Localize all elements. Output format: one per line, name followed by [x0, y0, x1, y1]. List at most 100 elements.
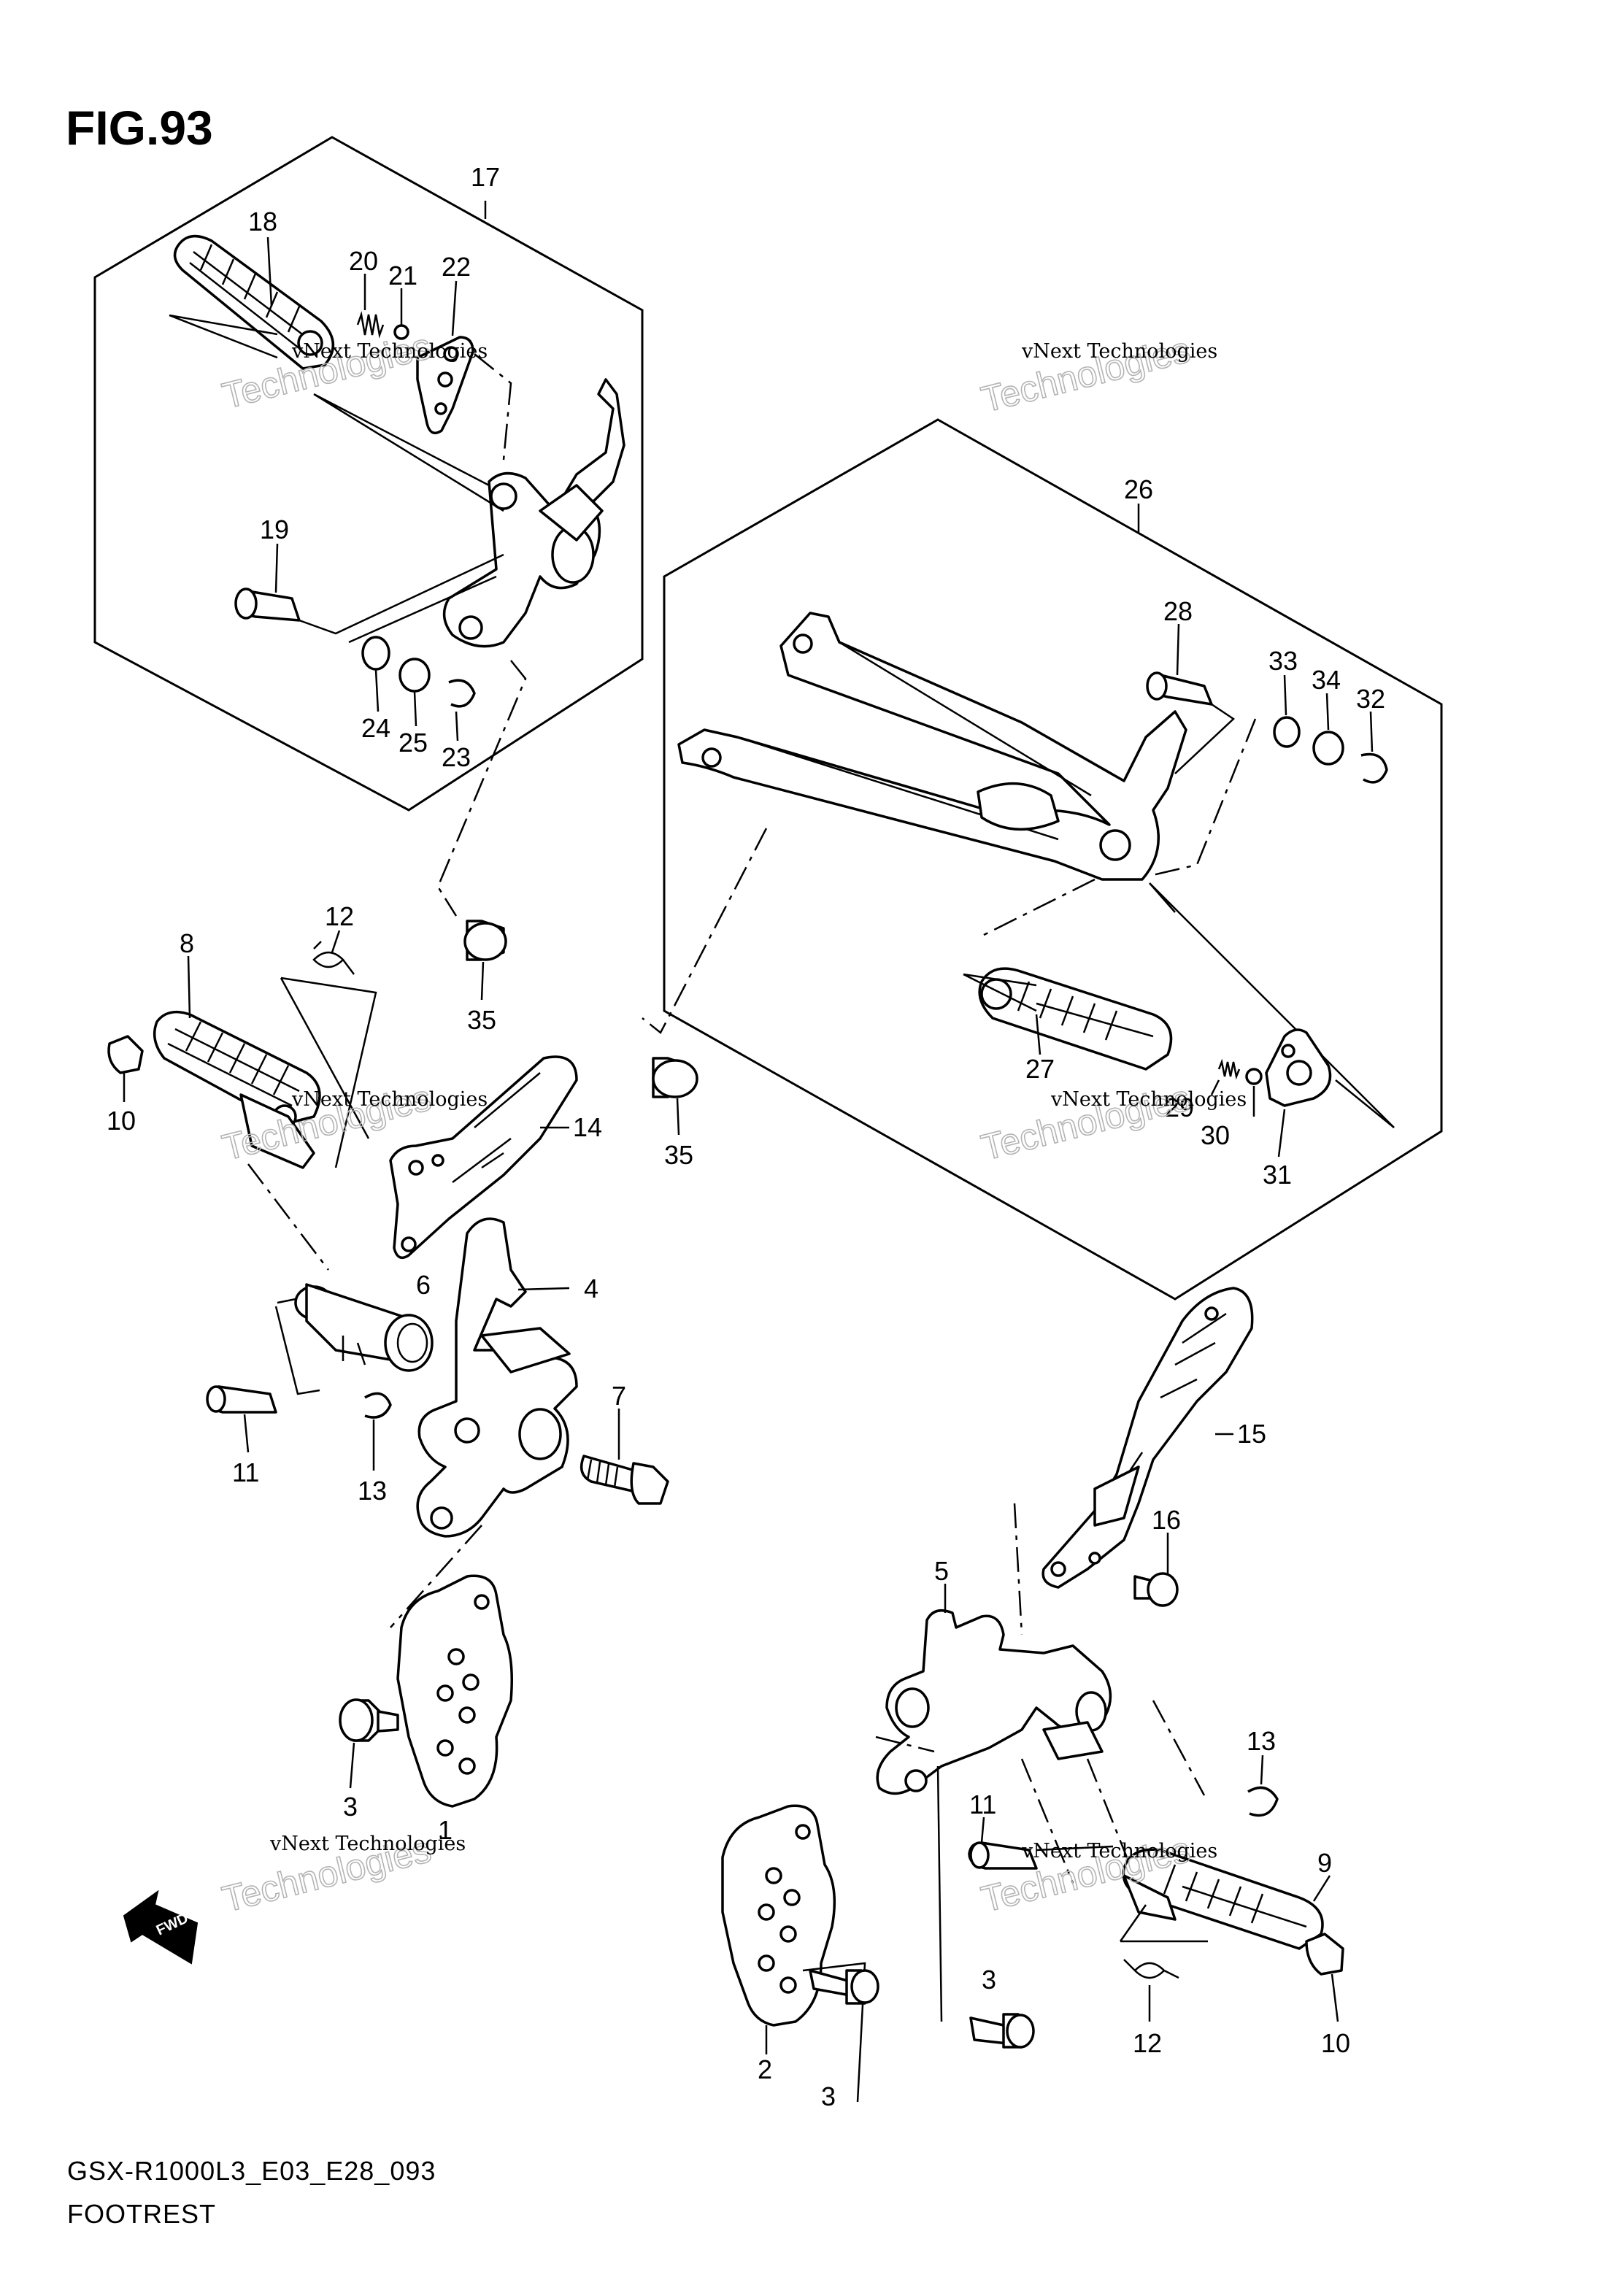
callout-32: 32: [1356, 684, 1385, 714]
leader-12a: [280, 976, 377, 1168]
callout-10b: 10: [1321, 2028, 1350, 2058]
leader-31-up: [1277, 1109, 1286, 1157]
leader-8: [187, 955, 191, 1019]
callout-9: 9: [1317, 1848, 1332, 1878]
leader-27-up: [1035, 1014, 1041, 1055]
fwd-arrow-icon: FWD: [123, 1889, 199, 1965]
bracket-26: [677, 612, 1187, 881]
callout-16: 16: [1152, 1505, 1181, 1535]
leader-28-up: [1176, 623, 1180, 676]
callout-12a: 12: [325, 901, 354, 931]
leader-19-up: [274, 543, 279, 593]
leader-10b-up: [1331, 1973, 1339, 2022]
rubber-10b: [1305, 1933, 1344, 1976]
pin-28: [1146, 671, 1213, 706]
callout-11b: 11: [969, 1790, 996, 1819]
spring-29: [1217, 1058, 1241, 1080]
footer-code: GSX-R1000L3_E03_E28_093: [67, 2156, 436, 2186]
callout-15: 15: [1237, 1419, 1266, 1449]
washer-34: [1312, 731, 1344, 766]
callout-3c: 3: [982, 1965, 996, 1995]
dash-4-1: [390, 1525, 482, 1628]
callout-1: 1: [438, 1815, 453, 1845]
washer-24: [361, 636, 390, 671]
leader-31: [1335, 1079, 1395, 1128]
leader-35b: [676, 1098, 680, 1136]
callout-4: 4: [584, 1274, 598, 1303]
svg-text:vNext Technologies: vNext Technologies: [291, 340, 488, 363]
callout-27: 27: [1025, 1054, 1055, 1084]
leader-29-up: [1210, 1079, 1220, 1095]
dash-5-9: [1020, 1758, 1074, 1884]
clip-13b: [1247, 1786, 1279, 1817]
callout-12b: 12: [1133, 2028, 1162, 2058]
callout-6: 6: [416, 1270, 431, 1300]
callout-13b: 13: [1247, 1726, 1276, 1756]
washer-33: [1273, 716, 1301, 748]
callout-8: 8: [180, 928, 194, 958]
group-box-26: [663, 418, 1443, 1301]
dash-5-15: [1013, 1503, 1023, 1636]
callout-20: 20: [349, 246, 378, 276]
callout-11a: 11: [232, 1457, 259, 1487]
bolt-3c: [969, 2013, 1035, 2049]
pin-11b: [968, 1841, 1038, 1870]
callout-14: 14: [573, 1112, 602, 1142]
callout-35b: 35: [664, 1140, 693, 1170]
svg-text:vNext Technologies: vNext Technologies: [1021, 1840, 1217, 1862]
callout-23: 23: [442, 742, 471, 772]
plate-31: [1265, 1028, 1332, 1107]
footpeg-27: [978, 967, 1173, 1071]
footpeg-8-base: [239, 1093, 315, 1169]
leader-24-up: [374, 669, 380, 712]
bracket-5: [876, 1609, 1112, 1795]
callout-7: 7: [612, 1381, 626, 1411]
callout-19: 19: [260, 515, 289, 544]
svg-text:vNext Technologies: vNext Technologies: [269, 1833, 466, 1855]
leader-34-up: [1325, 693, 1330, 731]
callout-34: 34: [1312, 665, 1341, 695]
leader-35a: [480, 961, 485, 1001]
dash-5-2: [875, 1736, 935, 1753]
plate-15: [1041, 1287, 1254, 1589]
watermark-2: Technologies vNext Technologies: [977, 328, 1217, 421]
dash-26-35: [642, 828, 768, 1034]
dash-22: [474, 353, 512, 461]
plate-2: [721, 1804, 836, 2027]
dash-5-9b: [1086, 1758, 1133, 1869]
leader-9-spring: [1119, 1904, 1208, 1943]
leader-27-wedge: [963, 973, 1037, 1012]
callout-17: 17: [471, 162, 500, 192]
callout-26: 26: [1124, 474, 1153, 504]
callout-22: 22: [442, 252, 471, 282]
callout-18: 18: [248, 207, 277, 236]
callout-21: 21: [388, 261, 417, 290]
leader-9-up: [1312, 1875, 1331, 1902]
watermark-5: Technologies vNext Technologies: [217, 1828, 466, 1921]
ball-21: [393, 324, 409, 340]
spring-12a: [312, 941, 355, 975]
footpeg-18: [173, 234, 335, 370]
clip-13a: [364, 1392, 392, 1419]
clip-32: [1360, 752, 1388, 784]
dash-17-35: [436, 660, 527, 917]
leader-26-diag: [1149, 882, 1395, 1128]
leader-11b: [1036, 1845, 1114, 1852]
callout-24: 24: [361, 713, 390, 743]
pivot-6: [294, 1283, 434, 1372]
callout-30: 30: [1201, 1120, 1230, 1150]
callout-13a: 13: [358, 1476, 387, 1506]
callout-3a: 3: [343, 1792, 358, 1822]
bracket-4: [416, 1217, 578, 1538]
leader-3a-up: [349, 1742, 355, 1789]
leader-4: [517, 1287, 570, 1291]
dash-5-13: [1152, 1700, 1206, 1796]
leader-11b-up: [980, 1817, 985, 1844]
plate-14: [389, 1055, 578, 1260]
bolt-35a: [463, 920, 507, 961]
spring-12b: [1123, 1959, 1179, 1979]
leader-12a-2: [280, 977, 370, 1139]
leader-23-up: [455, 711, 459, 741]
plate-22: [416, 336, 474, 435]
